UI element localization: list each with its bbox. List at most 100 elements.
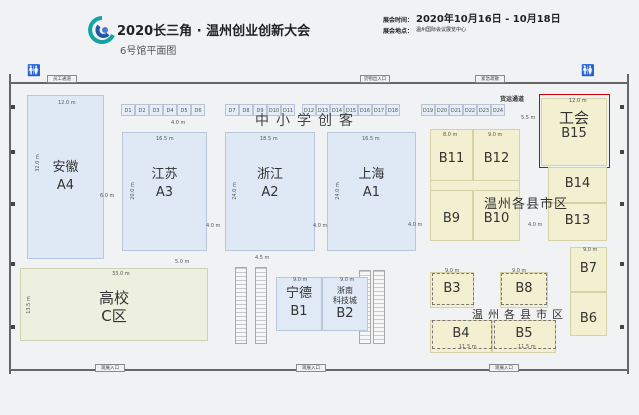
restroom-icon: 🚻 [581, 64, 595, 77]
brand-logo [87, 15, 117, 45]
booth-b15-name: 工会 [558, 109, 589, 127]
measurement-label: 4.0 m [408, 222, 423, 228]
booth-d16: D16 [358, 104, 372, 116]
booth-b11-code: B11 [438, 151, 465, 166]
booth-b15 [541, 98, 607, 166]
column-post [11, 325, 15, 329]
measurement-label: 4.5 m [255, 255, 270, 261]
booth-d9: D9 [253, 104, 267, 116]
booth-b13-code: B13 [564, 213, 591, 228]
booth-d13: D13 [316, 104, 330, 116]
booth-a2-code: A2 [261, 185, 279, 200]
stairs-left [235, 267, 247, 344]
booth-b2-name: 浙南 [337, 286, 353, 295]
booth-a1-width: 16.5 m [362, 136, 380, 142]
booth-b8 [500, 272, 548, 308]
booth-b2-code: B2 [336, 306, 354, 321]
booth-b7-width: 9.0 m [583, 247, 598, 253]
wenzhou-county-label-upper: 温州各县市区 [484, 197, 569, 212]
booth-d19: D19 [421, 104, 435, 116]
booth-b3-dashed [432, 273, 474, 305]
column-post [620, 150, 624, 154]
booth-a3-name: 江苏 [151, 167, 178, 182]
primary-school-label: 中小学创客 [255, 113, 360, 129]
booth-b5-width: 11.5 m [518, 344, 536, 350]
date-value: 2020年10月16日 - 10月18日 [416, 14, 561, 25]
booth-a3-depth: 20.0 m [129, 182, 136, 200]
booth-b4 [430, 320, 492, 353]
column-post [620, 262, 624, 266]
booth-b8-width: 9.0 m [512, 268, 527, 274]
booth-b13 [548, 203, 607, 241]
booth-d7: D7 [225, 104, 239, 116]
hall-outline [9, 74, 629, 374]
measurement-label: 4.0 m [206, 223, 221, 229]
booth-a3-width: 16.5 m [156, 136, 174, 142]
cargo-aisle-label: 货运通道 [500, 96, 525, 103]
column-post [11, 150, 15, 154]
booth-a4-name: 安徽 [52, 160, 79, 175]
booth-college-c-name: 高校 [98, 289, 129, 307]
column-post [11, 202, 15, 206]
booth-college-c [20, 268, 208, 341]
column-post [620, 105, 624, 109]
column-post [620, 202, 624, 206]
booth-d15: D15 [344, 104, 358, 116]
stairs-right-2 [373, 270, 385, 344]
booth-d3: D3 [149, 104, 163, 116]
booth-d18: D18 [386, 104, 400, 116]
booth-a4-depth: 32.0 m [34, 154, 41, 172]
booth-b12-width: 9.0 m [488, 132, 503, 138]
event-title: 2020长三角 · 温州创业创新大会 [117, 24, 311, 39]
booth-d4: D4 [163, 104, 177, 116]
booth-a1-code: A1 [362, 185, 381, 200]
booth-b12 [473, 129, 520, 181]
booth-b15-code: B15 [561, 126, 587, 141]
booth-a4-width: 12.0 m [58, 100, 76, 106]
booth-d8: D8 [239, 104, 253, 116]
booth-d5: D5 [177, 104, 191, 116]
stairs-middle [255, 267, 267, 344]
booth-college-c-depth: 13.5 m [25, 296, 32, 314]
location-value: 温州国际会议展览中心 [416, 27, 467, 33]
booth-a3 [122, 132, 207, 251]
booth-a1 [327, 132, 416, 251]
booth-b9 [430, 190, 473, 241]
booth-d10: D10 [267, 104, 281, 116]
booth-b12-code: B12 [483, 151, 510, 166]
booth-b5-dashed [494, 320, 556, 349]
booth-b6 [570, 292, 607, 336]
column-post [620, 325, 624, 329]
booth-d20: D20 [435, 104, 449, 116]
highlight-box [539, 94, 610, 168]
booth-d12: D12 [302, 104, 316, 116]
booth-b11 [430, 129, 473, 181]
top-wall [9, 82, 629, 84]
column-post [11, 105, 15, 109]
booth-b10 [473, 190, 520, 241]
wenzhou-county-label-lower: 温州各县市区 [472, 308, 568, 321]
measurement-label: 5.0 m [175, 259, 190, 265]
booth-b11-width: 8.0 m [443, 132, 458, 138]
restroom-icon: 🚻 [27, 64, 41, 77]
booth-college-c-code: C区 [101, 307, 127, 325]
hall-title: 6号馆平面图 [120, 46, 177, 57]
booth-b2 [322, 277, 368, 331]
booth-b10-code: B10 [483, 211, 510, 226]
entrance-bottom-left: 观展入口 [95, 364, 125, 372]
booth-b4-code: B4 [452, 326, 470, 341]
booth-b3-width: 9.0 m [445, 268, 460, 274]
booth-b14 [548, 167, 607, 203]
booth-d6: D6 [191, 104, 205, 116]
booth-b1-name: 宁德 [285, 286, 312, 301]
column-post [11, 262, 15, 266]
booth-d11: D11 [281, 104, 295, 116]
entrance-top-right: 紧急疏散 [475, 75, 505, 83]
booth-a2-name: 浙江 [256, 167, 283, 182]
booth-b7 [570, 247, 607, 292]
booth-a2-width: 18.5 m [260, 136, 278, 142]
booth-b5-code: B5 [515, 326, 533, 341]
booth-d17: D17 [372, 104, 386, 116]
booth-a1-depth: 24.0 m [334, 182, 341, 200]
